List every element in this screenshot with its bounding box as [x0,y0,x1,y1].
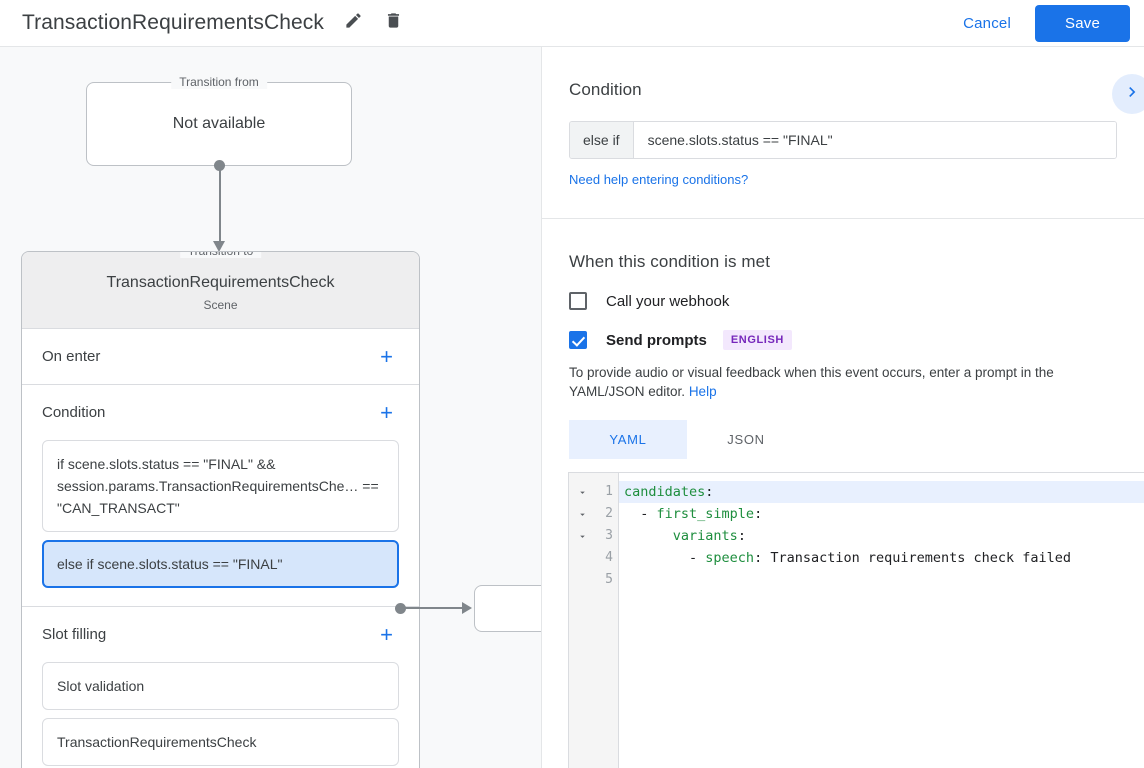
cancel-button[interactable]: Cancel [963,14,1011,32]
language-badge: ENGLISH [722,330,792,350]
tab-json[interactable]: JSON [727,432,765,447]
section-slot-filling-header: Slot filling + [42,607,399,662]
code-line[interactable]: variants: [672,528,746,544]
editor-line-numbers: 1 2 3 4 5 [595,473,619,768]
connector-arrow-right-icon [462,602,472,614]
app-header: TransactionRequirementsCheck Cancel Save [0,0,1144,47]
code-line-number: 5 [605,572,613,587]
condition-met-block: When this condition is met Call your web… [542,219,1144,459]
condition-section-title: Condition [569,80,642,99]
send-prompts-checkbox[interactable] [569,331,587,349]
code-line[interactable]: candidates: [619,481,1144,503]
expand-panel-button[interactable] [1112,74,1144,114]
transition-from-value: Not available [172,115,266,132]
send-prompts-checkbox-label: Send prompts [606,331,707,349]
condition-expression-input[interactable]: scene.slots.status == "FINAL" [633,122,1116,158]
section-on-enter-title: On enter [42,348,101,365]
condition-list-item[interactable]: if scene.slots.status == "FINAL" && sess… [42,440,399,532]
chevron-right-icon [1122,82,1142,107]
code-line-number: 1 [605,484,613,499]
condition-list-item-selected[interactable]: else if scene.slots.status == "FINAL" [42,540,399,588]
webhook-checkbox[interactable] [569,292,587,310]
code-fold-toggle[interactable] [569,525,595,547]
scene-name: TransactionRequirementsCheck [106,274,335,291]
prompts-help-link[interactable]: Help [688,384,717,399]
transition-from-node[interactable]: Transition from Not available [86,75,352,166]
edit-name-button[interactable] [336,6,370,40]
condition-block: Condition else if scene.slots.status == … [542,47,1144,189]
editor-code-area[interactable]: candidates: - first_simple: variants: - … [619,473,1144,768]
condition-help-link[interactable]: Need help entering conditions? [569,172,749,187]
add-condition-button[interactable]: + [380,399,393,425]
section-on-enter: On enter + [22,329,419,385]
condition-prefix-label: else if [570,122,634,158]
webhook-checkbox-row[interactable]: Call your webhook [569,292,1117,310]
section-condition: Condition + if scene.slots.status == "FI… [22,385,419,607]
code-fold-toggle [569,569,595,591]
webhook-checkbox-label: Call your webhook [606,292,730,310]
code-line[interactable]: - first_simple: [624,506,763,522]
editor-fold-column [569,473,595,768]
editor-format-tabs: YAML JSON [569,420,1117,459]
connector-line-horizontal [404,607,464,609]
pane-divider [542,218,1144,219]
section-condition-header: Condition + [42,385,399,440]
code-line-number: 3 [605,528,613,543]
transition-to-scene-card: TransactionRequirementsCheck Scene On en… [21,251,420,768]
tab-yaml[interactable]: YAML [569,420,687,459]
trash-icon [384,11,403,35]
add-on-enter-button[interactable]: + [380,343,393,369]
connector-line-vertical [219,166,221,246]
send-prompts-checkbox-row[interactable]: Send prompts ENGLISH [569,330,1117,350]
section-condition-title: Condition [42,404,106,421]
code-line-number: 4 [605,550,613,565]
page-title: TransactionRequirementsCheck [22,11,324,34]
code-line-number: 2 [605,506,613,521]
condition-met-title: When this condition is met [569,252,771,271]
prompts-helper-sentence: To provide audio or visual feedback when… [569,365,1054,399]
slot-filling-list-item[interactable]: Slot validation [42,662,399,710]
connector-dot-from [214,160,225,171]
code-line[interactable]: - speech: Transaction requirements check… [624,550,1072,566]
scene-graph-pane: Transition from Not available Transactio… [0,47,541,768]
code-line[interactable] [619,569,1144,591]
pencil-icon [344,11,363,35]
section-slot-filling: Slot filling + Slot validation Transacti… [22,607,419,768]
section-slot-filling-title: Slot filling [42,626,107,643]
section-on-enter-header: On enter + [42,329,399,384]
code-fold-toggle[interactable] [569,503,595,525]
slot-filling-list-item[interactable]: TransactionRequirementsCheck [42,718,399,766]
save-button[interactable]: Save [1035,4,1130,42]
add-slot-filling-button[interactable]: + [380,621,393,647]
transition-from-legend: Transition from [171,75,267,89]
code-fold-toggle[interactable] [569,481,595,503]
connector-dot-condition [395,603,406,614]
prompts-helper-text: To provide audio or visual feedback when… [569,363,1117,401]
yaml-code-editor[interactable]: 1 2 3 4 5 candidates: - first_simple: varian… [568,472,1144,768]
scene-card-header: TransactionRequirementsCheck Scene [22,252,419,329]
scene-kind: Scene [203,298,238,312]
delete-button[interactable] [376,6,410,40]
code-fold-toggle [569,547,595,569]
transition-to-legend: Transition to [179,252,262,258]
connector-arrow-down-icon [213,241,225,252]
condition-input-row[interactable]: else if scene.slots.status == "FINAL" [569,121,1117,159]
next-transition-node[interactable] [474,585,541,632]
